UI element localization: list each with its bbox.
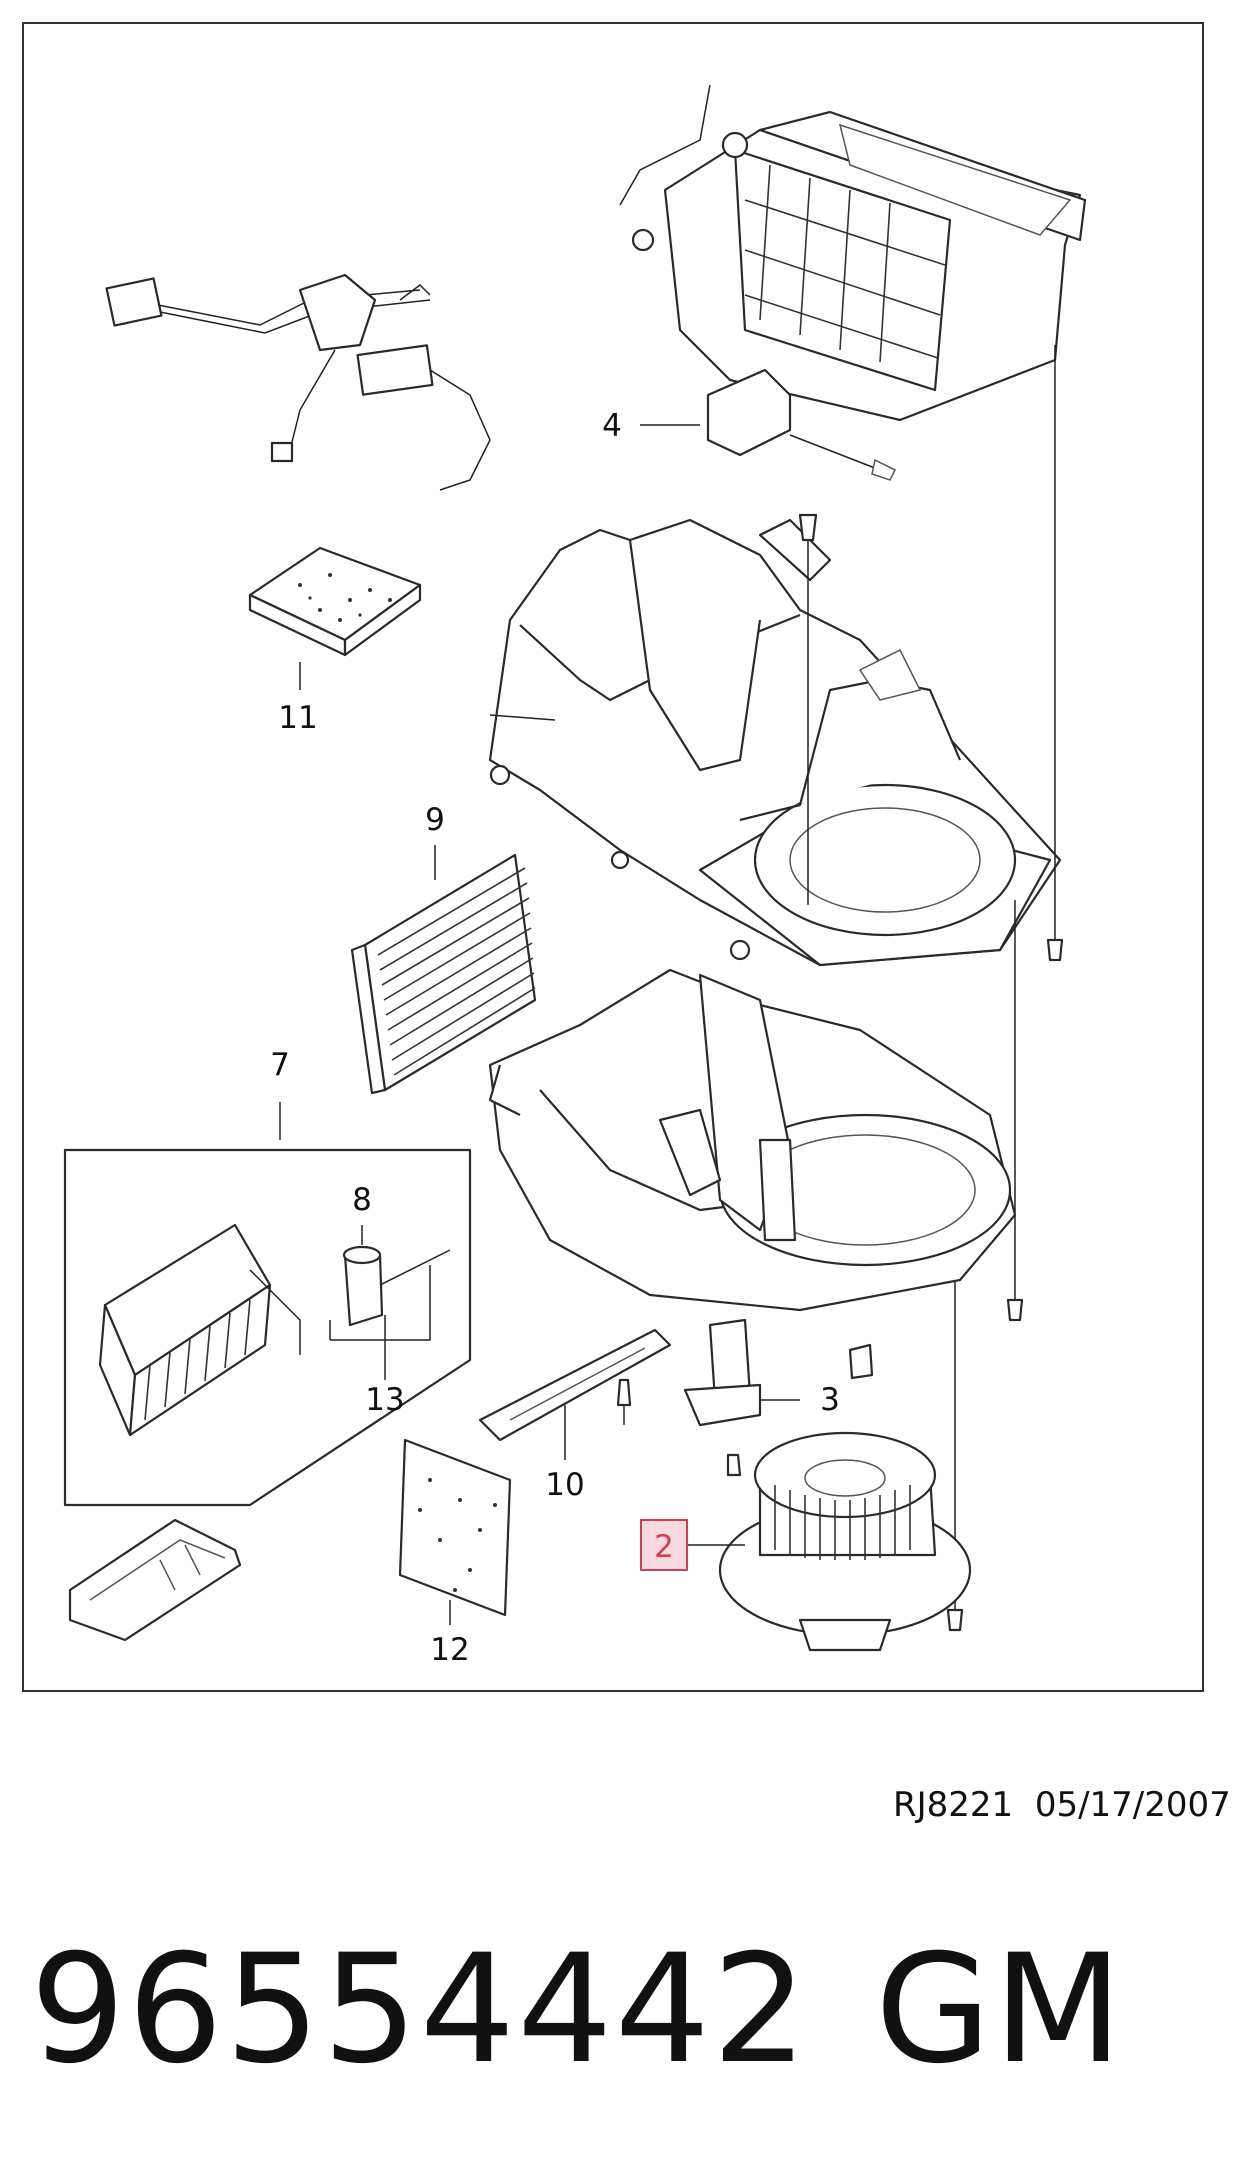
resistor-part-4 — [706, 368, 897, 481]
callout-13: 13 — [365, 1382, 404, 1418]
callout-11: 11 — [278, 700, 317, 736]
rail-part-10 — [478, 1328, 672, 1460]
wiring-harness — [105, 273, 491, 491]
callout-4: 4 — [602, 408, 622, 444]
duct-piece — [68, 1518, 242, 1642]
parts-diagram: 4 11 9 7 8 13 3 10 2 12 — [22, 22, 1204, 1692]
upper-blower-case — [488, 518, 1062, 967]
intake-door-housing — [619, 84, 1087, 422]
lower-blower-case — [488, 968, 1017, 1312]
evaporator-kit-part-7 — [63, 1102, 472, 1507]
callout-2: 2 — [654, 1529, 674, 1565]
blower-motor-part-2 — [685, 1431, 972, 1652]
part-number: 96554442 — [30, 1923, 810, 2097]
callout-7: 7 — [270, 1047, 290, 1083]
callout-2-highlight — [640, 1519, 688, 1571]
drawing-reference: RJ8221 05/17/2007 — [893, 1785, 1231, 1825]
clip — [848, 1343, 874, 1380]
brand-name: GM — [875, 1923, 1125, 2097]
callout-12: 12 — [430, 1632, 469, 1668]
drawing-code: RJ8221 — [893, 1785, 1014, 1825]
callout-10: 10 — [545, 1467, 584, 1503]
callout-8: 8 — [352, 1182, 372, 1218]
filter-part-12 — [398, 1438, 512, 1625]
filter-part-11 — [248, 546, 422, 690]
callout-3: 3 — [820, 1382, 840, 1418]
cabin-filter-part-9 — [350, 845, 537, 1095]
bracket — [758, 518, 832, 582]
actuator-part-3 — [683, 1318, 800, 1427]
drawing-date: 05/17/2007 — [1034, 1785, 1231, 1825]
callout-9: 9 — [425, 802, 445, 838]
diagram-frame — [22, 22, 1204, 1692]
